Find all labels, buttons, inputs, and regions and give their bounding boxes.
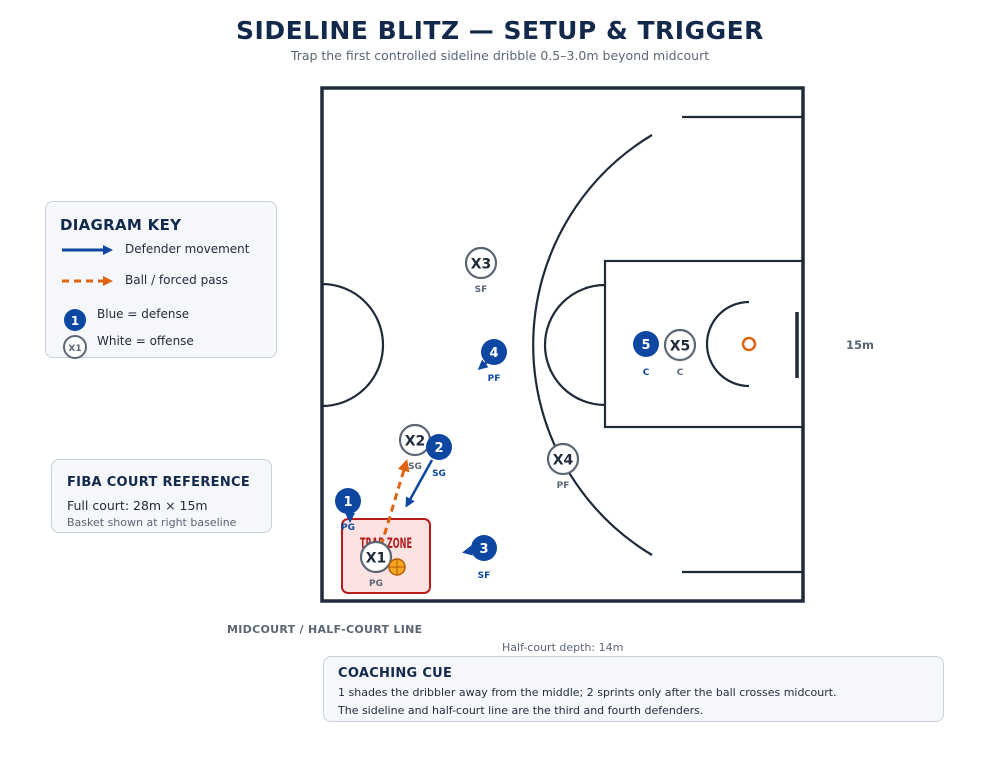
defense-4: 4 PF — [481, 339, 507, 384]
center-circle — [321, 282, 385, 408]
coaching-line-2: The sideline and half-court line are the… — [338, 704, 704, 717]
basketball-icon — [388, 558, 406, 576]
court-width-label: 15m — [846, 338, 874, 352]
player-label: X4 — [553, 453, 574, 469]
page-subtitle: Trap the first controlled sideline dribb… — [290, 48, 710, 63]
key-ball-pass: Ball / forced pass — [125, 273, 229, 287]
reference-note: Basket shown at right baseline — [67, 516, 237, 529]
free-throw-circle — [543, 283, 606, 407]
player-label: 2 — [434, 441, 443, 456]
key-white-offense: White = offense — [97, 334, 194, 348]
key-paint — [603, 259, 805, 429]
offense-x1: X1 PG — [359, 540, 393, 589]
offense-x5: X5 C — [663, 328, 697, 378]
forced-pass-arrow — [379, 459, 410, 547]
coaching-title: COACHING CUE — [338, 666, 453, 681]
defense-5: 5 C — [633, 331, 659, 378]
player-role: SF — [475, 285, 488, 295]
player-role: PG — [341, 523, 355, 533]
player-label: X2 — [405, 434, 426, 450]
reference-title: FIBA COURT REFERENCE — [67, 475, 251, 490]
reference-dimensions: Full court: 28m × 15m — [67, 498, 208, 513]
defender-3-arrow — [462, 545, 473, 556]
player-label: 1 — [343, 495, 352, 510]
defense-swatch: 1 — [64, 309, 86, 331]
key-blue-defense: Blue = defense — [97, 307, 190, 321]
page-title: SIDELINE BLITZ — SETUP & TRIGGER — [236, 16, 764, 45]
player-label: 5 — [641, 338, 650, 353]
offense-x4: X4 PF — [546, 442, 580, 491]
key-defender-movement: Defender movement — [125, 242, 250, 256]
diagram-key: DIAGRAM KEY 1 X1 Defender movement Ball … — [45, 201, 277, 359]
defense-3: 3 SF — [471, 535, 497, 581]
player-label: 4 — [489, 346, 498, 361]
defense-2: 2 SG — [426, 434, 452, 479]
defender-2-arrow — [405, 459, 434, 508]
key-title: DIAGRAM KEY — [60, 216, 182, 234]
midcourt-label: MIDCOURT / HALF-COURT LINE — [227, 623, 423, 636]
three-point-arc — [532, 134, 653, 556]
player-role: C — [643, 368, 650, 378]
player-role: SF — [478, 571, 491, 581]
defense-1: 1 PG — [335, 488, 361, 533]
player-role: PF — [557, 481, 570, 491]
defense-swatch-label: 1 — [71, 314, 79, 328]
player-role: C — [677, 368, 684, 378]
offense-swatch-label: X1 — [68, 344, 81, 354]
key-swatches: 1 X1 — [62, 245, 113, 359]
player-label: X1 — [366, 551, 387, 567]
player-role: SG — [432, 469, 446, 479]
player-label: X3 — [471, 257, 492, 273]
court-reference-panel: FIBA COURT REFERENCE Full court: 28m × 1… — [51, 459, 272, 533]
restricted-area — [705, 300, 750, 388]
player-role: PF — [488, 374, 501, 384]
player-label: 3 — [479, 542, 488, 557]
player-label: X5 — [670, 339, 691, 355]
coaching-cue-panel: COACHING CUE 1 shades the dribbler away … — [323, 656, 944, 722]
half-court-depth-label: Half-court depth: 14m — [502, 641, 624, 654]
player-role: SG — [408, 462, 422, 472]
offense-swatch: X1 — [63, 335, 87, 359]
offense-x3: X3 SF — [464, 246, 498, 295]
defender-4-arrow — [477, 359, 489, 370]
rim — [741, 336, 757, 352]
coaching-line-1: 1 shades the dribbler away from the midd… — [338, 686, 837, 699]
player-role: PG — [369, 579, 383, 589]
offense-x2: X2 SG — [398, 423, 432, 472]
